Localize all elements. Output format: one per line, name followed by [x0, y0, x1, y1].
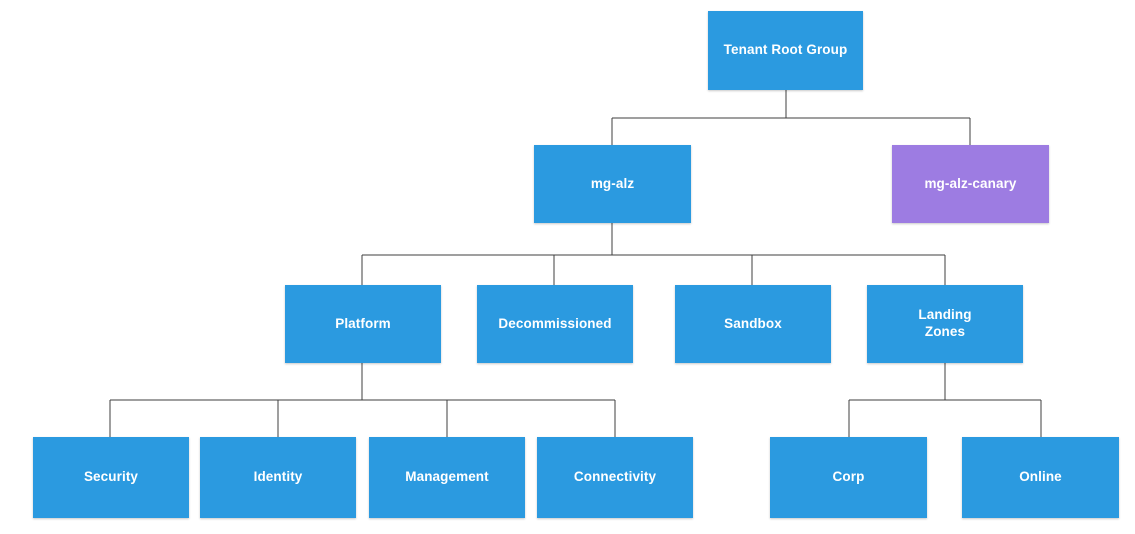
node-identity[interactable]: Identity: [200, 437, 356, 518]
node-tenant-root-group[interactable]: Tenant Root Group: [708, 11, 863, 90]
node-landing-zones[interactable]: Landing Zones: [867, 285, 1023, 363]
node-platform[interactable]: Platform: [285, 285, 441, 363]
node-label: mg-alz-canary: [924, 175, 1017, 191]
node-corp[interactable]: Corp: [770, 437, 927, 518]
node-label: Online: [1019, 469, 1062, 485]
node-management[interactable]: Management: [369, 437, 525, 518]
node-connectivity[interactable]: Connectivity: [537, 437, 693, 518]
node-label: Corp: [832, 469, 865, 485]
node-label: mg-alz: [590, 175, 635, 191]
node-label: Platform: [335, 315, 391, 331]
node-label: Identity: [253, 469, 303, 485]
node-decommissioned[interactable]: Decommissioned: [477, 285, 633, 363]
node-online[interactable]: Online: [962, 437, 1119, 518]
node-security[interactable]: Security: [33, 437, 189, 518]
node-sandbox[interactable]: Sandbox: [675, 285, 831, 363]
node-label: Sandbox: [724, 315, 782, 331]
node-label: Decommissioned: [498, 315, 612, 331]
node-label: Connectivity: [573, 469, 657, 485]
node-label: Management: [405, 469, 489, 485]
node-mg-alz-canary[interactable]: mg-alz-canary: [892, 145, 1049, 223]
node-label: Tenant Root Group: [723, 42, 848, 58]
node-label: Security: [83, 469, 139, 485]
node-mg-alz[interactable]: mg-alz: [534, 145, 691, 223]
node-label: Landing Zones: [918, 307, 972, 339]
